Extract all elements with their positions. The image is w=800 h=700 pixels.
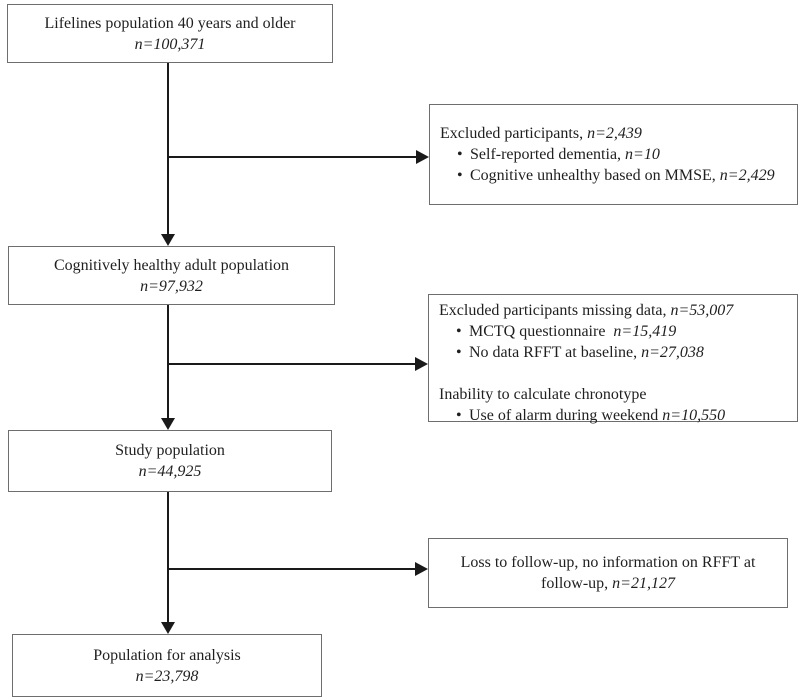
bullet-icon: •: [456, 344, 462, 361]
exclusion-line: Loss to follow-up, no information on RFF…: [460, 554, 756, 571]
arrowhead-down-1: [161, 234, 175, 246]
main-box-count: n=23,798: [135, 667, 199, 685]
exclusion-header: Excluded participants, n=2,439: [440, 125, 642, 142]
exclusion-line: follow-up, n=21,127: [541, 575, 675, 592]
main-box-count: n=97,932: [140, 277, 203, 295]
exclusion-bullet: •Cognitive unhealthy based on MMSE, n=2,…: [457, 167, 775, 184]
flow-line-branch-1: [168, 156, 416, 158]
flow-line-vertical-2: [167, 305, 169, 419]
main-box-count: n=44,925: [138, 463, 202, 480]
main-box-cognitively-healthy: Cognitively healthy adult population n=9…: [8, 246, 335, 305]
arrowhead-down-2: [161, 418, 175, 430]
arrowhead-right-2: [415, 357, 428, 371]
main-box-label: Study population: [115, 442, 225, 459]
flow-line-branch-2: [168, 363, 415, 365]
exclusion-bullet: •Use of alarm during weekend n=10,550: [456, 407, 726, 424]
blank-line: [439, 363, 791, 384]
exclusion-bullet: •MCTQ questionnaire n=15,419: [456, 323, 677, 340]
flow-line-branch-3: [168, 568, 415, 570]
flow-line-vertical-3: [167, 492, 169, 623]
exclusion-header: Excluded participants missing data, n=53…: [439, 302, 734, 319]
main-box-label: Lifelines population 40 years and older: [44, 14, 296, 32]
flow-line-vertical-1: [167, 63, 169, 235]
main-box-label: Population for analysis: [93, 646, 241, 664]
main-box-lifelines-population: Lifelines population 40 years and older …: [7, 4, 333, 63]
arrowhead-right-1: [416, 150, 429, 164]
main-box-count: n=100,371: [134, 35, 206, 53]
main-box-label: Cognitively healthy adult population: [53, 256, 290, 274]
arrowhead-down-3: [161, 622, 175, 634]
arrowhead-right-3: [415, 562, 428, 576]
bullet-icon: •: [457, 167, 463, 184]
exclusion-box-dementia-mmse: Excluded participants, n=2,439 •Self-rep…: [429, 104, 798, 205]
main-box-study-population: Study population n=44,925: [8, 430, 332, 492]
exclusion-subheader: Inability to calculate chronotype: [439, 386, 647, 403]
exclusion-bullet: •Self-reported dementia, n=10: [457, 146, 660, 163]
bullet-icon: •: [456, 323, 462, 340]
exclusion-bullet: •No data RFFT at baseline, n=27,038: [456, 344, 704, 361]
exclusion-box-missing-data: Excluded participants missing data, n=53…: [428, 294, 798, 424]
bullet-icon: •: [457, 146, 463, 163]
exclusion-box-loss-to-followup: Loss to follow-up, no information on RFF…: [428, 538, 788, 608]
main-box-population-for-analysis: Population for analysis n=23,798: [12, 634, 322, 697]
bullet-icon: •: [456, 407, 462, 424]
